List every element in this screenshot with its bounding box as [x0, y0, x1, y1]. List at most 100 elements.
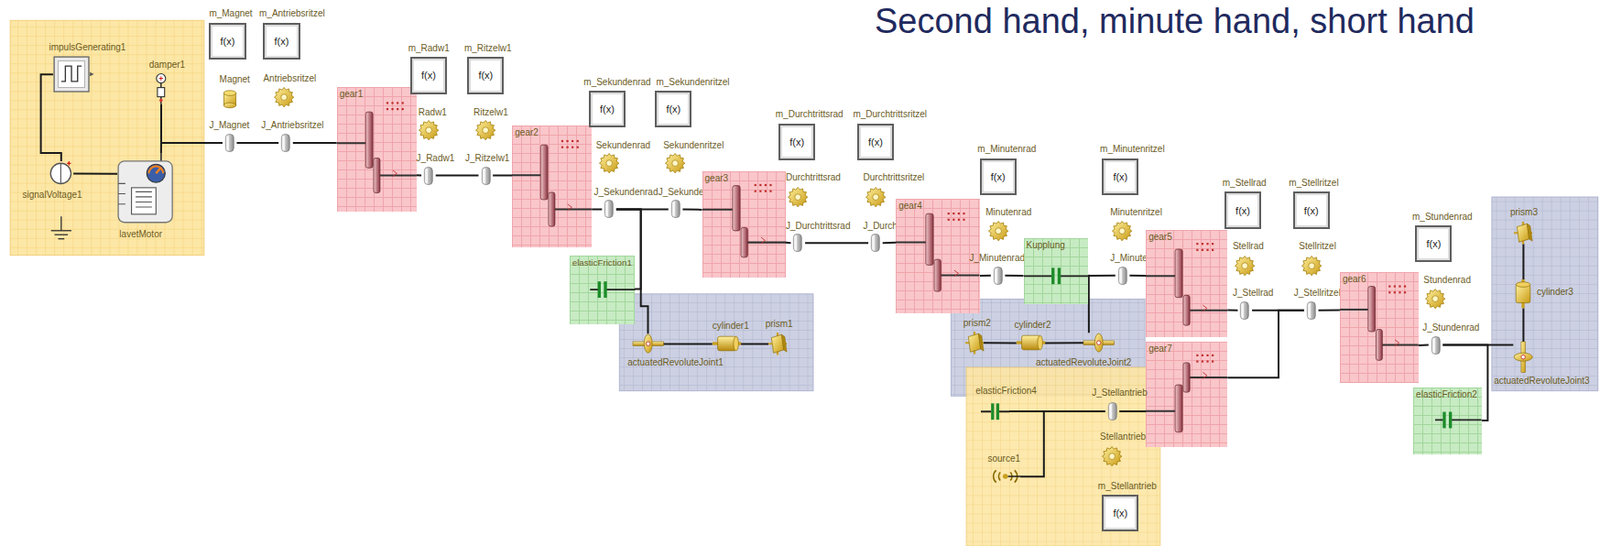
- component-label: J_Stundenrad: [1422, 322, 1480, 334]
- gear-wheel-symbol: Minutenrad: [988, 220, 1009, 241]
- gear-wheel-symbol: Stundenrad: [1425, 288, 1446, 309]
- component-label: m_Durchtrittsritzel: [852, 108, 927, 120]
- component-label: cylinder3: [1536, 286, 1574, 298]
- component-drawing: [598, 152, 620, 174]
- shaft-connection: [435, 174, 479, 177]
- component-label: m_Durchtrittsrad: [775, 108, 844, 120]
- shaft-connection: [682, 207, 702, 211]
- component-drawing: [421, 166, 436, 186]
- component-label: m_Stellritzel: [1288, 177, 1339, 189]
- function-text: f(x): [1295, 204, 1328, 216]
- component-label: J_Stellantrieb: [1091, 387, 1148, 399]
- pulse-generator: impulsGenerating1: [53, 55, 90, 93]
- inertia-symbol: J_Stundenrad: [1428, 336, 1444, 355]
- revolute-joint: actuatedRevoluteJoint2: [1083, 332, 1114, 353]
- component-drawing: [668, 199, 684, 218]
- shaft-connection: [1004, 274, 1024, 277]
- parameter-function-box: m_Antriebsritzelf(x): [262, 22, 300, 60]
- function-text: f(x): [412, 69, 446, 81]
- function-text: f(x): [1226, 204, 1260, 216]
- component-label: Magnet: [219, 74, 251, 86]
- gear-stage: gear6: [1339, 272, 1419, 382]
- gear-wheel-symbol: Radw1: [418, 119, 439, 141]
- component-label: signalVoltage1: [22, 189, 83, 201]
- component-drawing: [1234, 255, 1255, 276]
- component-drawing: [475, 119, 496, 141]
- inertia-symbol: J_Minutenritzel: [1115, 266, 1131, 285]
- gear-label: gear5: [1148, 231, 1173, 243]
- prism-body: prism2: [965, 331, 984, 355]
- inertia-symbol: J_Stellritzel: [1304, 301, 1319, 320]
- inertia-symbol: J_Stellantrieb: [1105, 402, 1121, 421]
- component-label: J_Magnet: [208, 119, 250, 131]
- shaft-connection: [882, 241, 897, 245]
- function-text: f(x): [264, 35, 298, 47]
- gear-stage: gear4: [895, 198, 980, 314]
- component-drawing: [1513, 221, 1533, 245]
- function-text: f(x): [210, 35, 244, 47]
- source-symbol: source1: [990, 467, 1021, 486]
- component-label: cylinder1: [712, 320, 750, 332]
- component-drawing: [48, 161, 74, 186]
- component-drawing: [990, 467, 1021, 486]
- shaft-connection: [1522, 243, 1524, 280]
- component-label: impulsGenerating1: [48, 42, 126, 54]
- component-label: J_Sekundenrad: [593, 186, 658, 198]
- component-label: m_Minutenrad: [977, 143, 1036, 155]
- component-label: m_Stundenrad: [1412, 211, 1473, 223]
- shaft-connection: [1129, 274, 1146, 277]
- shaft-connection: [1418, 344, 1429, 347]
- function-text: f(x): [1416, 238, 1450, 250]
- function-text: f(x): [981, 171, 1015, 183]
- parameter-function-box: m_Minutenradf(x): [979, 158, 1017, 196]
- shaft-connection: [161, 142, 223, 153]
- component-drawing: [1083, 332, 1114, 353]
- function-text: f(x): [590, 103, 624, 115]
- magnet-symbol: Magnet: [220, 87, 240, 109]
- shaft-connection: [979, 274, 991, 277]
- component-label: Durchtrittsrad: [785, 172, 841, 184]
- inertia-symbol: J_Durchtrittsrad: [790, 233, 806, 252]
- component-label: Radw1: [418, 107, 447, 119]
- gear-label: gear7: [1148, 343, 1173, 355]
- gear-wheel-symbol: Sekundenritzel: [664, 152, 686, 174]
- component-label: J_Antriebsritzel: [261, 119, 324, 131]
- inertia-symbol: J_Antriebsritzel: [278, 133, 294, 153]
- component-drawing: [1425, 288, 1446, 309]
- gear-label: elasticFriction1: [572, 257, 632, 268]
- parameter-function-box: m_Ritzelw1f(x): [467, 56, 504, 94]
- drive-region: [10, 20, 205, 255]
- component-drawing: [980, 400, 1010, 424]
- parameter-function-box: m_Sekundenradf(x): [588, 90, 626, 128]
- component-label: damper1: [149, 59, 186, 71]
- shaft-connection: [293, 141, 338, 144]
- component-label: m_Stellantrieb: [1098, 480, 1157, 492]
- shaft-connection: [1088, 274, 1116, 277]
- prism-body: prism3: [1513, 221, 1533, 245]
- shaft-connection: [1020, 411, 1106, 477]
- gear-wheel-symbol: Antriebsritzel: [273, 87, 294, 108]
- component-drawing: [222, 133, 238, 153]
- component-drawing: [1304, 301, 1319, 320]
- component-drawing: [418, 119, 439, 141]
- parameter-function-box: m_Durchtrittsritzelf(x): [857, 123, 894, 161]
- ground-symbol: [51, 216, 72, 240]
- gear-pair-drawing: [702, 171, 786, 278]
- shaft-connection: [1227, 308, 1238, 311]
- parameter-function-box: m_Stellantriebf(x): [1101, 494, 1139, 532]
- gear-wheel-symbol: Durchtrittsrad: [787, 186, 808, 207]
- component-drawing: [117, 152, 174, 225]
- gear-stage: gear3: [702, 171, 786, 278]
- component-drawing: [1237, 301, 1252, 320]
- gear-stage: gear1: [337, 87, 417, 212]
- component-drawing: [1301, 255, 1322, 276]
- component-drawing: [868, 233, 883, 252]
- shaft-connection: [785, 241, 792, 244]
- parameter-function-box: m_Minutenritzelf(x): [1101, 158, 1139, 196]
- component-label: m_Radw1: [408, 43, 450, 55]
- shaft-connection: [740, 343, 769, 346]
- prism-body: prism1: [768, 332, 787, 356]
- component-drawing: [712, 334, 741, 353]
- elastic-friction: elasticFriction4: [980, 400, 1010, 424]
- component-label: Sekundenritzel: [663, 140, 724, 152]
